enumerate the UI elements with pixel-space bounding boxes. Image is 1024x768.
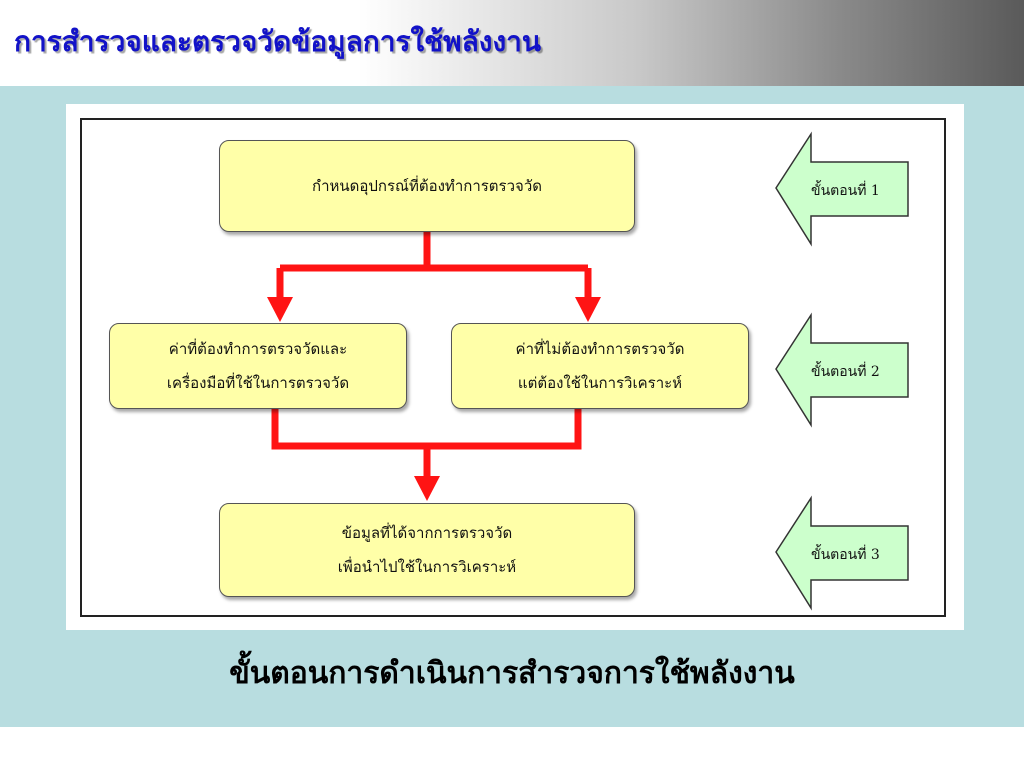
step-1-arrow-icon — [775, 131, 909, 247]
arrowhead-left — [267, 297, 293, 322]
arrowhead-bottom — [414, 476, 440, 501]
box-unmeasured-values-line2: แต่ต้องใช้ในการวิเคราะห์ — [517, 374, 683, 392]
connector-merge — [271, 409, 582, 450]
step-3-arrow-icon — [775, 495, 909, 611]
slide-title: การสำรวจและตรวจวัดข้อมูลการใช้พลังงาน — [14, 25, 541, 58]
step-2-label: ขั้นตอนที่ 2 — [811, 364, 880, 380]
diagram-caption: ขั้นตอนการดำเนินการสำรวจการใช้พลังงาน — [229, 656, 795, 691]
footer-strip — [0, 727, 1024, 768]
box-measured-values-line2-text: เครื่องมือที่ใช้ในการตรวจวัด — [166, 374, 350, 392]
box-measurement-data: ข้อมูลที่ได้จากการตรวจวัด เพื่อนำไปใช้ใน… — [219, 503, 635, 597]
step-1-label: ขั้นตอนที่ 1 — [811, 183, 880, 199]
box-define-equipment-text: กำหนดอุปกรณ์ที่ต้องทำการตรวจวัด — [312, 177, 542, 195]
box-measurement-data-line1: ข้อมูลที่ได้จากการตรวจวัด — [341, 524, 513, 542]
diagram-frame — [80, 118, 946, 617]
box-measured-values-line1: ค่าที่ต้องทำการตรวจวัดและ — [168, 340, 348, 358]
diagram-panel: กำหนดอุปกรณ์ที่ต้องทำการตรวจวัด ค่าที่ต้… — [66, 104, 964, 630]
box-measurement-data-line2: เพื่อนำไปใช้ในการวิเคราะห์ — [337, 558, 517, 576]
box-unmeasured-values-line1: ค่าที่ไม่ต้องทำการตรวจวัด — [515, 340, 685, 358]
arrowhead-right — [575, 297, 601, 322]
box-unmeasured-values: ค่าที่ไม่ต้องทำการตรวจวัด แต่ต้องใช้ในกา… — [451, 323, 749, 409]
step-3-label: ขั้นตอนที่ 3 — [811, 547, 880, 563]
box-define-equipment: กำหนดอุปกรณ์ที่ต้องทำการตรวจวัด — [219, 140, 635, 232]
flow-connectors — [267, 131, 909, 611]
title-bar: การสำรวจและตรวจวัดข้อมูลการใช้พลังงาน — [0, 0, 1024, 86]
step-2-arrow-icon — [775, 312, 909, 428]
box-measured-values: ค่าที่ต้องทำการตรวจวัดและ ค่าที่ไม่ต้องท… — [109, 323, 407, 409]
